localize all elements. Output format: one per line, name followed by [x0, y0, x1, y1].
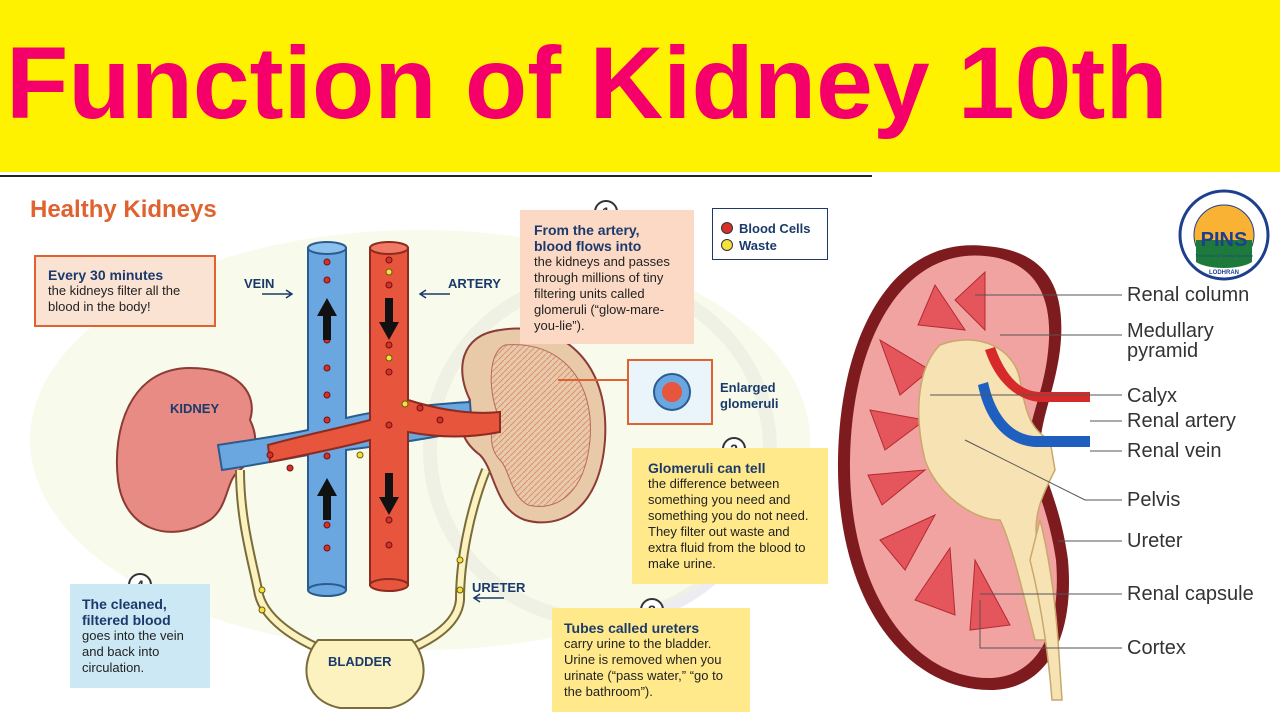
step-3-box: Tubes called ureters carry urine to the … [552, 608, 750, 712]
bladder-label: BLADDER [328, 654, 392, 669]
info-box-body: the kidneys filter all the blood in the … [48, 283, 181, 314]
artery-label: ARTERY [448, 276, 501, 291]
kidney-label: KIDNEY [170, 401, 220, 416]
legend-blood-cells-label: Blood Cells [739, 221, 811, 236]
label-calyx: Calyx [1127, 385, 1178, 407]
step-4-body: goes into the vein and back into circula… [82, 628, 184, 675]
waste-particles [258, 268, 464, 614]
svg-text:The School Of Quality Educatio: The School Of Quality Education [1195, 253, 1253, 258]
svg-text:PINS: PINS [1201, 229, 1248, 251]
step-1-box: From the artery, blood flows into the ki… [520, 210, 694, 344]
step-4-box: The cleaned, filtered blood goes into th… [70, 584, 210, 688]
label-arrows [262, 289, 504, 603]
step-3-heading: Tubes called ureters [564, 620, 700, 636]
step-2-box: Glomeruli can tell the difference betwee… [632, 448, 828, 584]
legend-waste: Waste [721, 238, 777, 253]
leader-lines [930, 294, 1122, 649]
info-box-heading: Every 30 minutes [48, 267, 164, 283]
label-ureter: Ureter [1127, 530, 1183, 552]
label-cortex: Cortex [1127, 637, 1186, 659]
vein-label: VEIN [244, 276, 275, 291]
svg-text:LODHRAN: LODHRAN [1209, 270, 1239, 276]
right-kidney-lobes [490, 344, 591, 507]
step-1-body: the kidneys and passes through millions … [534, 254, 670, 333]
label-renal-artery: Renal artery [1127, 410, 1236, 432]
right-ureter-fill [410, 468, 489, 651]
label-pelvis: Pelvis [1127, 489, 1181, 511]
legend: Blood Cells Waste [712, 208, 828, 260]
legend-blood-cells: Blood Cells [721, 221, 811, 236]
renal-vein [978, 382, 1090, 447]
bladder [305, 639, 425, 709]
label-renal-vein: Renal vein [1127, 440, 1222, 462]
info-box: Every 30 minutes the kidneys filter all … [34, 255, 216, 327]
step-2-body: the difference between something you nee… [648, 476, 809, 571]
page-title: Function of Kidney 10th [6, 26, 1168, 140]
divider [0, 175, 872, 177]
flow-arrows [317, 298, 399, 520]
title-banner: Function of Kidney 10th [0, 0, 1280, 172]
left-ureter-fill [237, 469, 320, 651]
step-3-body: carry urine to the bladder. Urine is rem… [564, 636, 723, 699]
enlarged-glomeruli-label: Enlarged glomeruli [720, 380, 779, 411]
left-kidney [115, 366, 257, 533]
step-1-heading: From the artery, blood flows into [534, 222, 642, 254]
label-renal-column: Renal column [1127, 284, 1250, 306]
legend-waste-label: Waste [739, 238, 777, 253]
section-title: Healthy Kidneys [30, 196, 217, 223]
label-medullary-pyramid: Medullary pyramid [1127, 320, 1214, 362]
renal-artery [985, 347, 1090, 402]
waste-swatch [721, 239, 733, 251]
blood-cell-swatch [721, 222, 733, 234]
renal-pelvis [918, 339, 1056, 641]
step-2-heading: Glomeruli can tell [648, 460, 766, 476]
step-4-heading: The cleaned, filtered blood [82, 596, 171, 628]
ureter-label: URETER [472, 580, 526, 595]
label-renal-capsule: Renal capsule [1127, 583, 1254, 605]
